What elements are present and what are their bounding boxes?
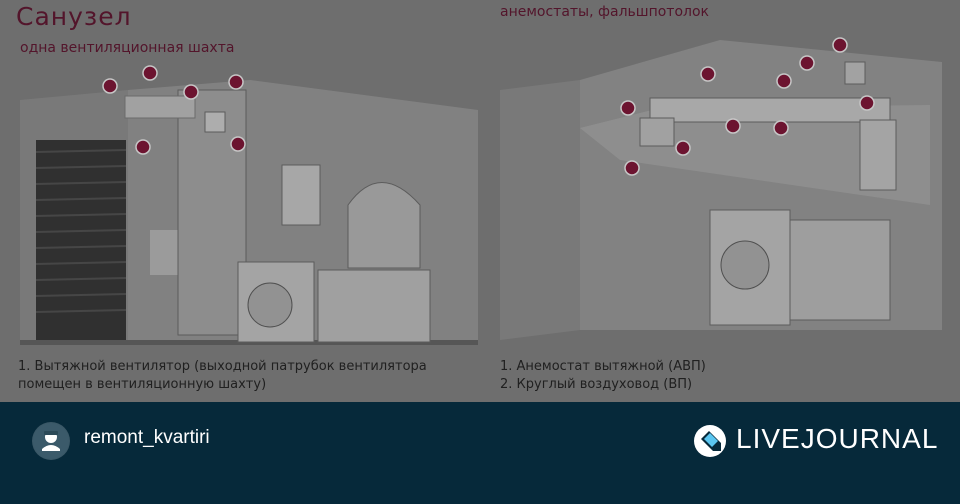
- avatar[interactable]: [32, 422, 70, 460]
- username-link[interactable]: remont_kvartiri: [84, 427, 210, 448]
- illustration-title: Санузел: [16, 2, 132, 31]
- caption-right-line-1: 1. Анемостат вытяжной (АВП): [500, 359, 706, 374]
- caption-left-line-2: помещен в вентиляционную шахту): [18, 377, 267, 392]
- livejournal-wordmark[interactable]: LIVEJOURNAL: [736, 423, 939, 454]
- bathroom-ventilation-illustration: [20, 37, 942, 345]
- illustration-subtitle: одна вентиляционная шахта: [20, 40, 235, 56]
- caption-left-line-1: 1. Вытяжной вентилятор (выходной патрубо…: [18, 359, 427, 374]
- post-image: Санузел одна вентиляционная шахта анемос…: [0, 0, 960, 402]
- illustration-title-right: анемостаты, фальшпотолок: [500, 4, 709, 20]
- share-card-footer: [0, 402, 960, 504]
- caption-right-line-2: 2. Круглый воздуховод (ВП): [500, 377, 693, 392]
- livejournal-logo-icon[interactable]: [692, 421, 730, 461]
- user-icon: [33, 423, 69, 459]
